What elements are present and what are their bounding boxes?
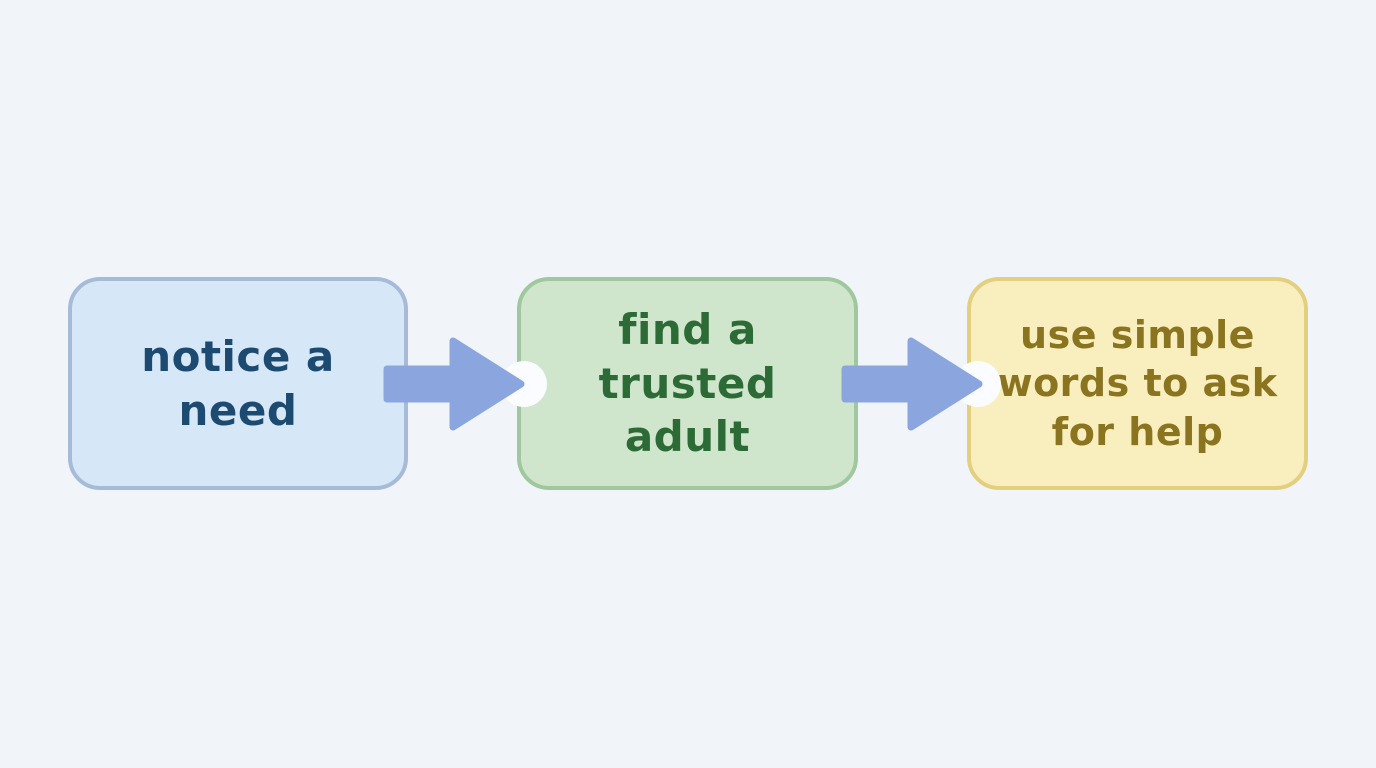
right-arrow-icon (841, 337, 983, 431)
right-arrow-shape (383, 337, 525, 431)
step-box-use-simple-words: use simple words to ask for help (967, 277, 1308, 490)
step-box-find-a-trusted-adult: find a trusted adult (517, 277, 858, 490)
step-box-notice-a-need: notice a need (68, 277, 408, 490)
right-arrow-shape (841, 337, 983, 431)
right-arrow-icon (383, 337, 525, 431)
